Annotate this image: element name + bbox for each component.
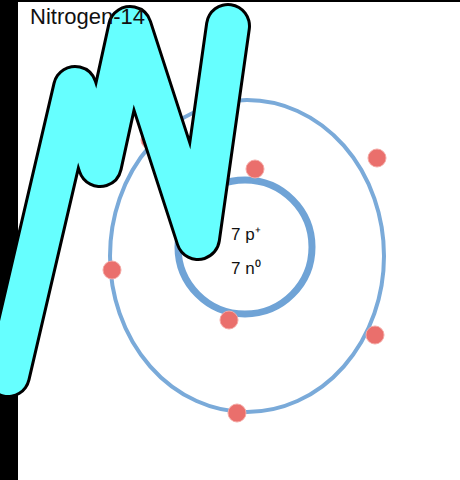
top-bar: [0, 0, 460, 2]
w-mark: [8, 26, 228, 375]
electrons: [103, 131, 386, 422]
nucleus-label: 7 n⁰: [231, 256, 261, 279]
left-bar: [0, 0, 18, 480]
diagram-title: Nitrogen-14: [30, 4, 145, 30]
nucleus-label: 7 p⁺: [231, 222, 261, 245]
